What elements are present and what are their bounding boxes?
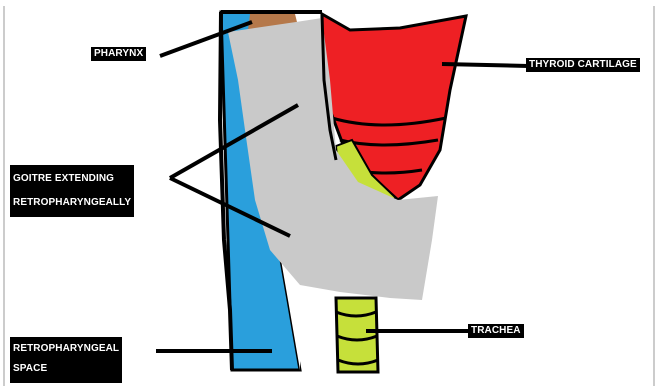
thyroid-pointer-line	[442, 64, 528, 66]
pharynx-label-text: PHARYNX	[91, 47, 146, 61]
thyroid-cartilage-label-text: THYROID CARTILAGE	[526, 58, 640, 72]
goitre-label-line2: RETROPHARYNGEALLY	[10, 191, 134, 215]
trachea-label: TRACHEA	[468, 324, 524, 338]
trachea-label-text: TRACHEA	[468, 324, 524, 338]
retropharyngeal-label-line2: SPACE	[10, 359, 122, 379]
retropharyngeal-space-label: RETROPHARYNGEAL SPACE	[10, 337, 122, 383]
goitre-label: GOITRE EXTENDING RETROPHARYNGEALLY	[10, 165, 134, 217]
goitre-label-line1: GOITRE EXTENDING	[10, 167, 134, 191]
pharynx-label: PHARYNX	[91, 47, 146, 61]
thyroid-cartilage-label: THYROID CARTILAGE	[526, 58, 640, 72]
retropharyngeal-label-line1: RETROPHARYNGEAL	[10, 339, 122, 359]
